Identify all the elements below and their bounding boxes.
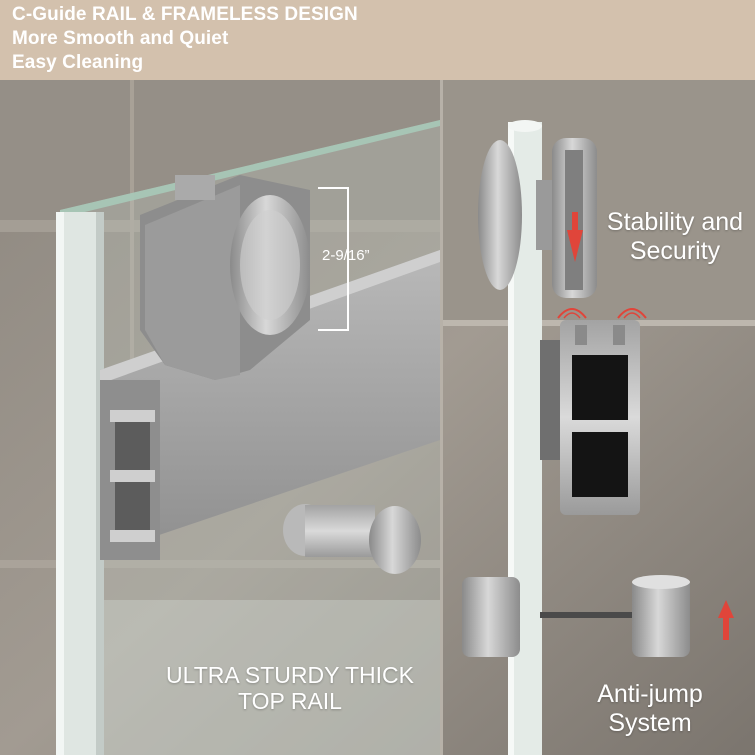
stability-caption: Stability and Security <box>590 208 755 266</box>
antijump-caption: Anti-jump System <box>590 680 710 738</box>
antijump-caption-line1: Anti-jump <box>597 680 703 708</box>
dimension-label: 2-9/16” <box>322 247 370 264</box>
top-rail-caption: ULTRA STURDY THICK TOP RAIL <box>145 662 435 715</box>
top-rail-caption-line2: TOP RAIL <box>238 688 342 715</box>
header-banner: C-Guide RAIL & FRAMELESS DESIGN More Smo… <box>0 0 755 80</box>
stability-caption-line1: Stability and <box>606 208 744 236</box>
product-illustration <box>0 80 755 755</box>
banner-subtitle: More Smooth and Quiet <box>12 28 229 49</box>
banner-title: C-Guide RAIL & FRAMELESS DESIGN <box>12 4 358 25</box>
banner-subtitle-2: Easy Cleaning <box>12 52 144 73</box>
top-rail-caption-line1: ULTRA STURDY THICK <box>166 662 414 688</box>
antijump-caption-line2: System <box>608 708 692 737</box>
stability-caption-line2: Security <box>629 236 721 265</box>
